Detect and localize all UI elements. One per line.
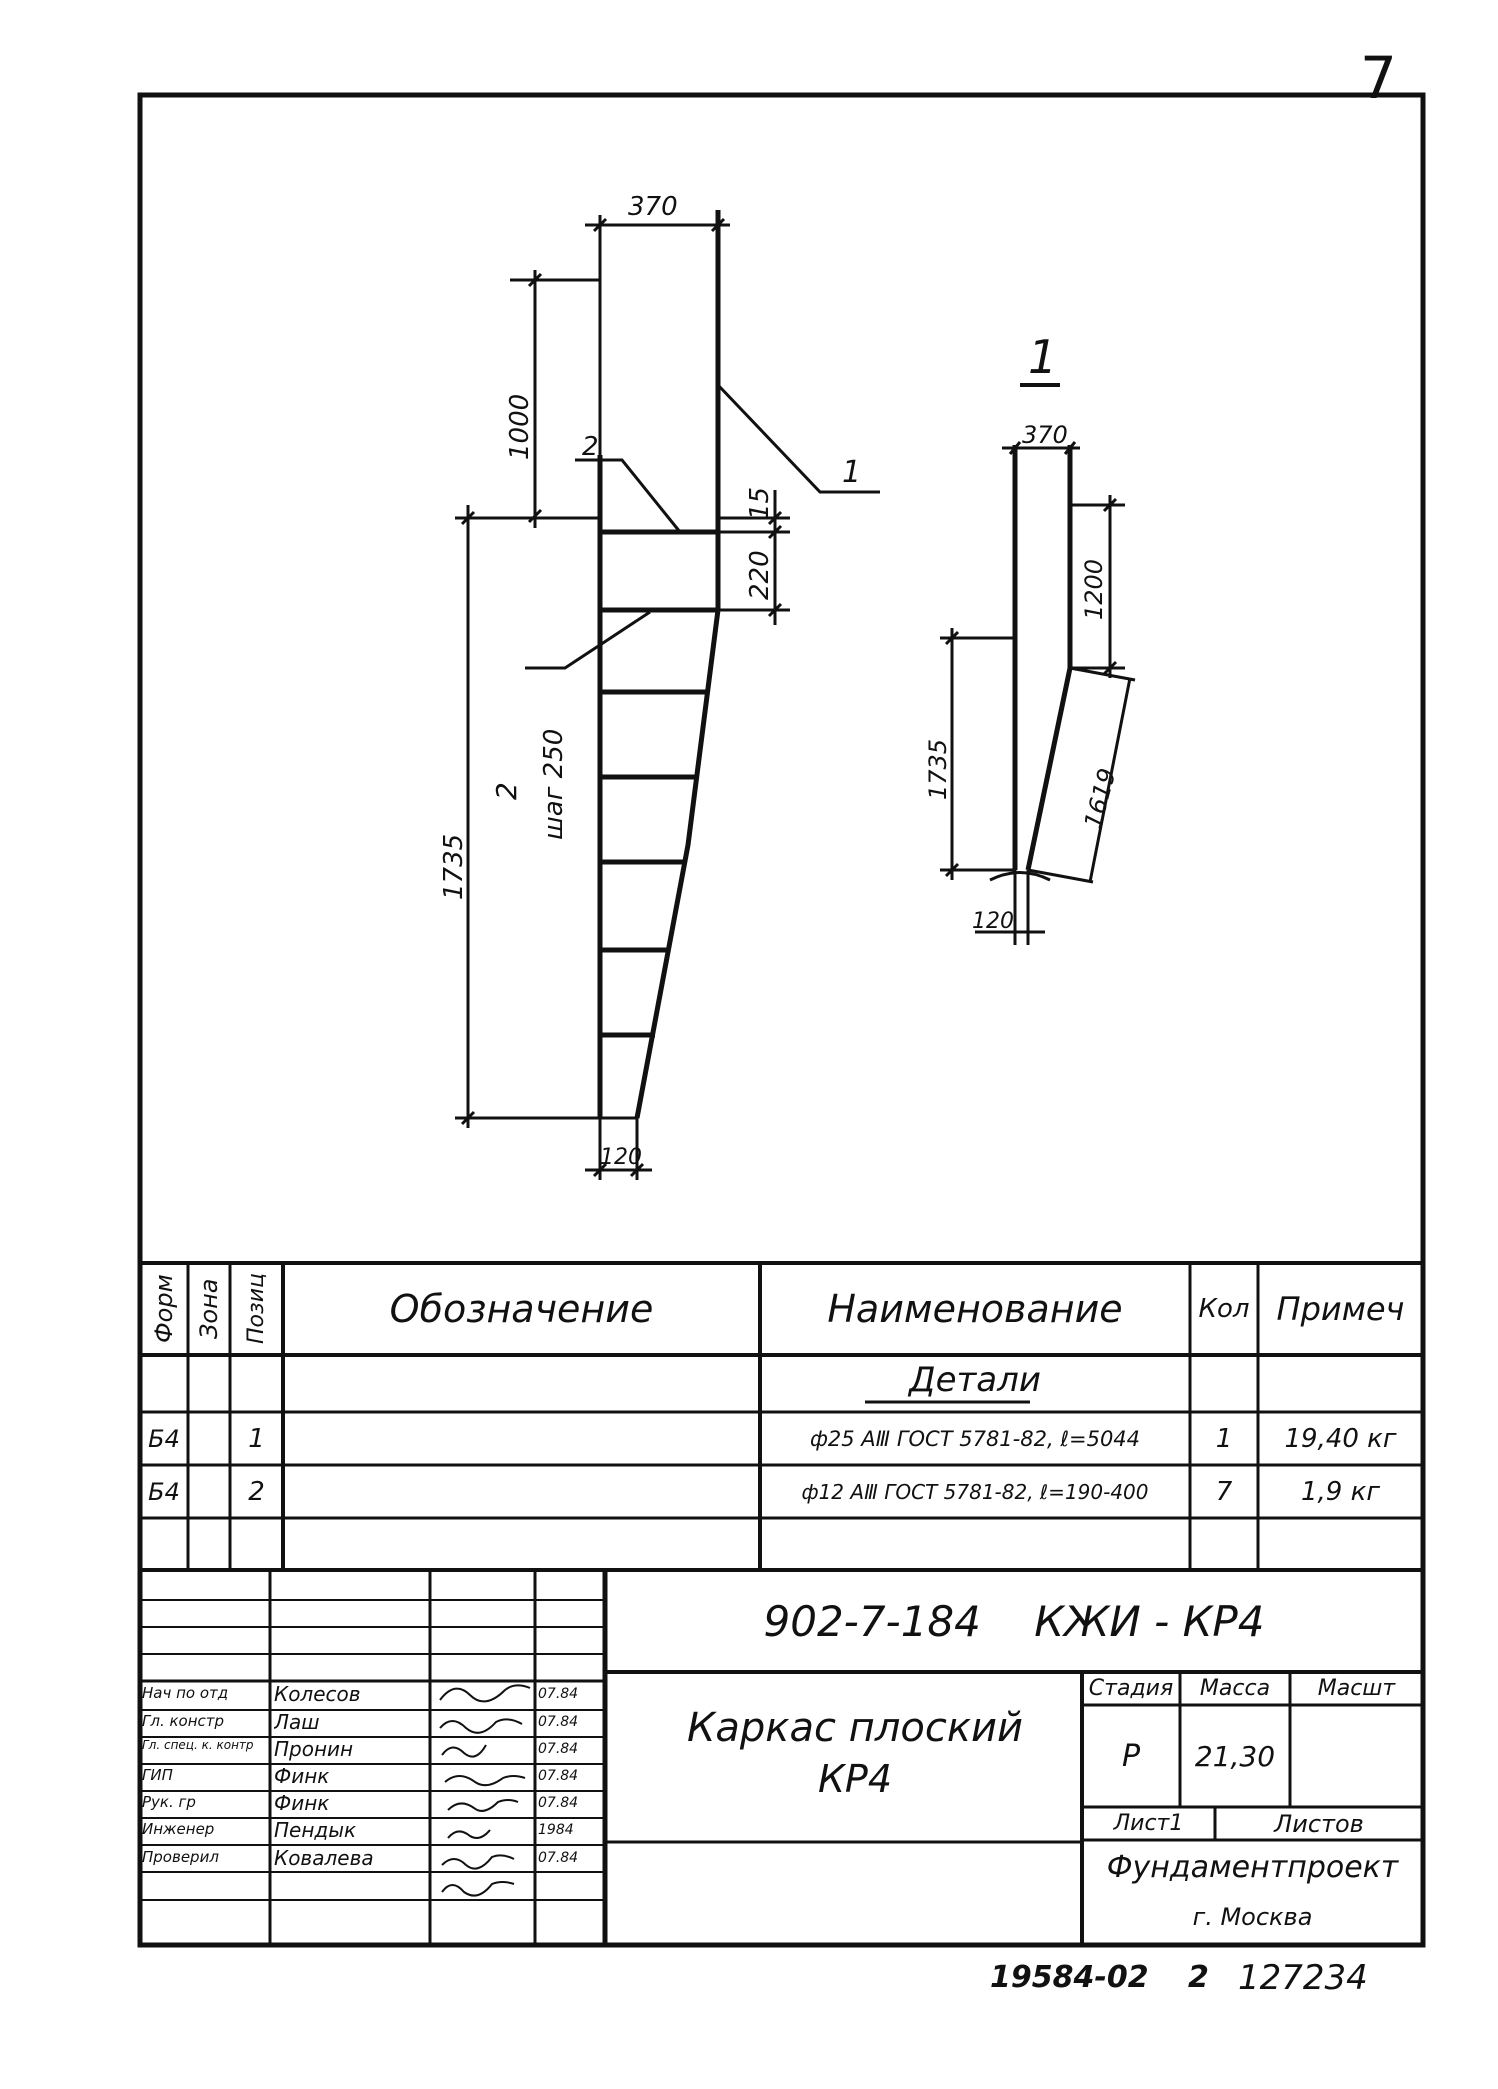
mass-label: Масса (1199, 1676, 1271, 1701)
sheets-label: Листов (1274, 1809, 1364, 1838)
section-mark: 1 (1028, 330, 1057, 384)
page-number: 7 (1360, 44, 1397, 112)
callout-pos2-top: 2 (582, 432, 599, 462)
rebar-pos1-right (634, 210, 721, 1119)
signer-date: 07.84 (538, 1686, 579, 1702)
section-rod-bent (1025, 445, 1073, 871)
signer-name: Колесов (274, 1682, 361, 1706)
signer-date: 07.84 (538, 1741, 579, 1757)
row1-position: 1 (248, 1423, 265, 1454)
dim-120-main: 120 (600, 1145, 642, 1170)
sheet-label: Лист1 (1113, 1811, 1184, 1836)
section-title-details: Детали (909, 1360, 1041, 1400)
signer-date: 07.84 (538, 1850, 579, 1866)
signer-name: Пендык (274, 1818, 357, 1842)
sheet-frame (137, 92, 1426, 1948)
signer-date: 1984 (538, 1822, 574, 1838)
col-header-format: Форм (150, 1274, 178, 1344)
row1-name: ф25 АⅢ ГОСТ 5781-82, ℓ=5044 (809, 1426, 1141, 1451)
signer-name: Пронин (274, 1737, 354, 1761)
signer-role: Инженер (142, 1820, 215, 1838)
dim-120-section: 120 (972, 909, 1014, 934)
organization-city: г. Москва (1192, 1903, 1313, 1931)
col-header-name: Наименование (827, 1287, 1123, 1331)
dim-1735-section: 1735 (924, 739, 952, 800)
row2-qty: 7 (1215, 1476, 1233, 1507)
dim-370-top: 370 (628, 192, 678, 222)
inventory-number: 127234 (1238, 1958, 1368, 1998)
callout-pos2-step: шаг 250 (539, 729, 569, 840)
dim-1619: 1619 (1079, 765, 1122, 831)
archive-number: 19584-02 (990, 1960, 1149, 1995)
dim-1735-main: 1735 (439, 834, 469, 900)
col-header-zone: Зона (195, 1278, 223, 1340)
signer-name: Ковалева (274, 1846, 374, 1870)
row2-position: 2 (248, 1476, 265, 1507)
title-block-grid (140, 1570, 1423, 1945)
signer-role: ГИП (142, 1766, 173, 1784)
dim-1200: 1200 (1080, 559, 1108, 620)
dim-15: 15 (745, 487, 775, 520)
col-header-qty: Кол (1198, 1294, 1250, 1324)
drawing-title-line1: Каркас плоский (686, 1705, 1023, 1751)
organization-name: Фундаментпроект (1106, 1849, 1399, 1885)
signer-role: Гл. спец. к. контр (142, 1739, 254, 1752)
dim-370-section: 370 (1022, 421, 1068, 449)
col-header-note: Примеч (1276, 1290, 1405, 1328)
signature-marks (439, 1684, 531, 1897)
row1-note: 19,40 кг (1284, 1423, 1397, 1454)
scale-label: Масшт (1317, 1676, 1396, 1701)
col-header-designation: Обозначение (389, 1287, 654, 1331)
callout-pos1: 1 (842, 455, 861, 490)
mass-value: 21,30 (1194, 1739, 1276, 1773)
dim-220: 220 (745, 550, 775, 600)
copy-mark: 2 (1188, 1960, 1209, 1995)
row1-format: Б4 (148, 1424, 180, 1453)
signer-name: Лаш (274, 1710, 320, 1734)
stage-value: Р (1121, 1738, 1141, 1774)
signer-role: Рук. гр (142, 1793, 196, 1811)
drawing-title-line2: КР4 (817, 1757, 893, 1801)
signer-role: Гл. констр (142, 1712, 225, 1730)
signer-name: Финк (274, 1764, 330, 1788)
signer-date: 07.84 (538, 1768, 579, 1784)
row2-format: Б4 (148, 1477, 180, 1506)
signer-role: Проверил (142, 1848, 219, 1866)
row2-note: 1,9 кг (1301, 1476, 1380, 1507)
dim-1000: 1000 (505, 394, 535, 460)
signer-date: 07.84 (538, 1714, 579, 1730)
main-view (455, 210, 880, 1180)
callout-pos2-bottom: 2 (490, 782, 523, 800)
col-header-position: Позиц (244, 1273, 269, 1345)
signer-role: Нач по отд (142, 1684, 229, 1702)
row2-name: ф12 АⅢ ГОСТ 5781-82, ℓ=190-400 (801, 1479, 1149, 1504)
stage-label: Стадия (1088, 1676, 1174, 1701)
section-view (940, 383, 1136, 945)
row1-qty: 1 (1215, 1423, 1233, 1454)
spec-table-grid (140, 1263, 1423, 1572)
drawing-code: 902-7-184 КЖИ - КР4 (763, 1596, 1265, 1646)
signer-date: 07.84 (538, 1795, 579, 1811)
signer-name: Финк (274, 1791, 330, 1815)
